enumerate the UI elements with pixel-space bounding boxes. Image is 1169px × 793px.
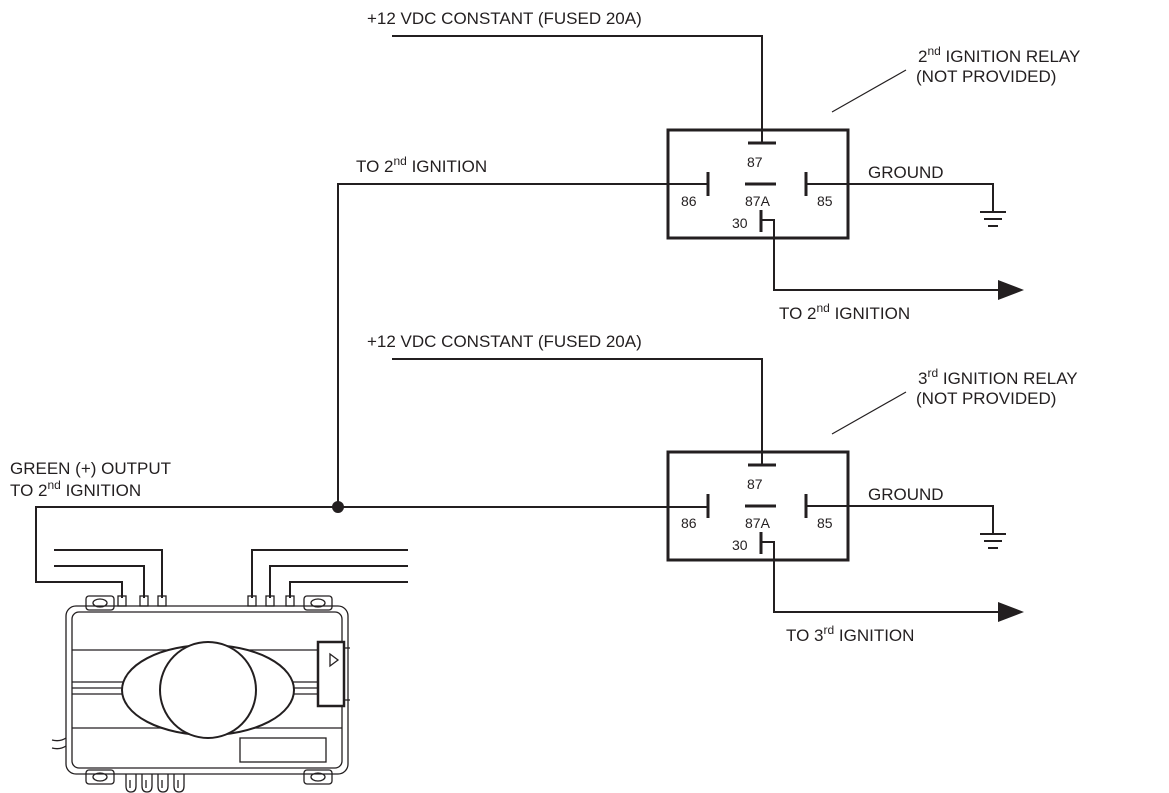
mount-tab-bottom-left — [85, 769, 115, 785]
module-dome — [159, 641, 257, 739]
relay3-leader-line — [831, 391, 907, 435]
ground-label-bottom: GROUND — [868, 485, 944, 504]
ground-symbol-bottom — [980, 533, 1006, 549]
mount-tab-top-left — [85, 595, 115, 611]
relay2-pin85-label: 85 — [817, 193, 833, 209]
ground-label-top: GROUND — [868, 163, 944, 182]
relay3-subtitle: (NOT PROVIDED) — [916, 389, 1056, 408]
supply-label-top: +12 VDC CONSTANT (FUSED 20A) — [367, 9, 642, 28]
supply-label-mid: +12 VDC CONSTANT (FUSED 20A) — [367, 332, 642, 351]
relay2-pin30-label: 30 — [732, 215, 748, 231]
relay2-pin86-label: 86 — [681, 193, 697, 209]
mount-tab-top-right — [303, 595, 333, 611]
arrow-to-2nd-ignition — [998, 280, 1024, 300]
supply-wire-mid — [392, 358, 763, 464]
relay2-trigger-wire — [337, 183, 708, 507]
label-plate — [239, 737, 327, 763]
relay3-pin30-label: 30 — [732, 537, 748, 553]
to-3rd-ignition-output-label: TO 3rd IGNITION — [786, 623, 914, 645]
relay2-pin87a-label: 87A — [745, 193, 771, 209]
mount-tab-bottom-right — [303, 769, 333, 785]
to-2nd-ignition-upper-label: TO 2nd IGNITION — [356, 154, 487, 176]
relay2-ground-wire — [806, 183, 994, 212]
relay2-body: 87 86 87A 85 30 — [666, 128, 850, 240]
green-output-to-2nd-label: TO 2nd IGNITION — [10, 478, 141, 500]
relay2-subtitle: (NOT PROVIDED) — [916, 67, 1056, 86]
relay2-output-wire — [761, 219, 1000, 291]
relay3-title: 3rd IGNITION RELAY — [918, 366, 1078, 388]
module-housing — [65, 605, 349, 775]
green-output-label: GREEN (+) OUTPUT — [10, 459, 171, 478]
supply-wire-top — [392, 35, 763, 142]
relay2-leader-line — [831, 69, 907, 113]
relay3-ground-wire — [806, 505, 994, 534]
ground-symbol-top — [980, 211, 1006, 227]
green-output-wire — [35, 506, 708, 598]
relay3-pin86-label: 86 — [681, 515, 697, 531]
relay2-title: 2nd IGNITION RELAY — [918, 44, 1080, 66]
side-connector — [316, 640, 346, 708]
arrow-to-3rd-ignition — [998, 602, 1024, 622]
relay3-pin87-label: 87 — [747, 476, 763, 492]
to-2nd-ignition-output-label: TO 2nd IGNITION — [779, 301, 910, 323]
relay3-output-wire — [761, 541, 1000, 613]
control-module — [51, 595, 350, 793]
junction-dot — [332, 501, 344, 513]
relay3-pin87a-label: 87A — [745, 515, 771, 531]
bottom-wire-loop — [125, 774, 137, 793]
relay2-pin87-label: 87 — [747, 154, 763, 170]
relay3-pin85-label: 85 — [817, 515, 833, 531]
harness-wires — [54, 549, 408, 598]
